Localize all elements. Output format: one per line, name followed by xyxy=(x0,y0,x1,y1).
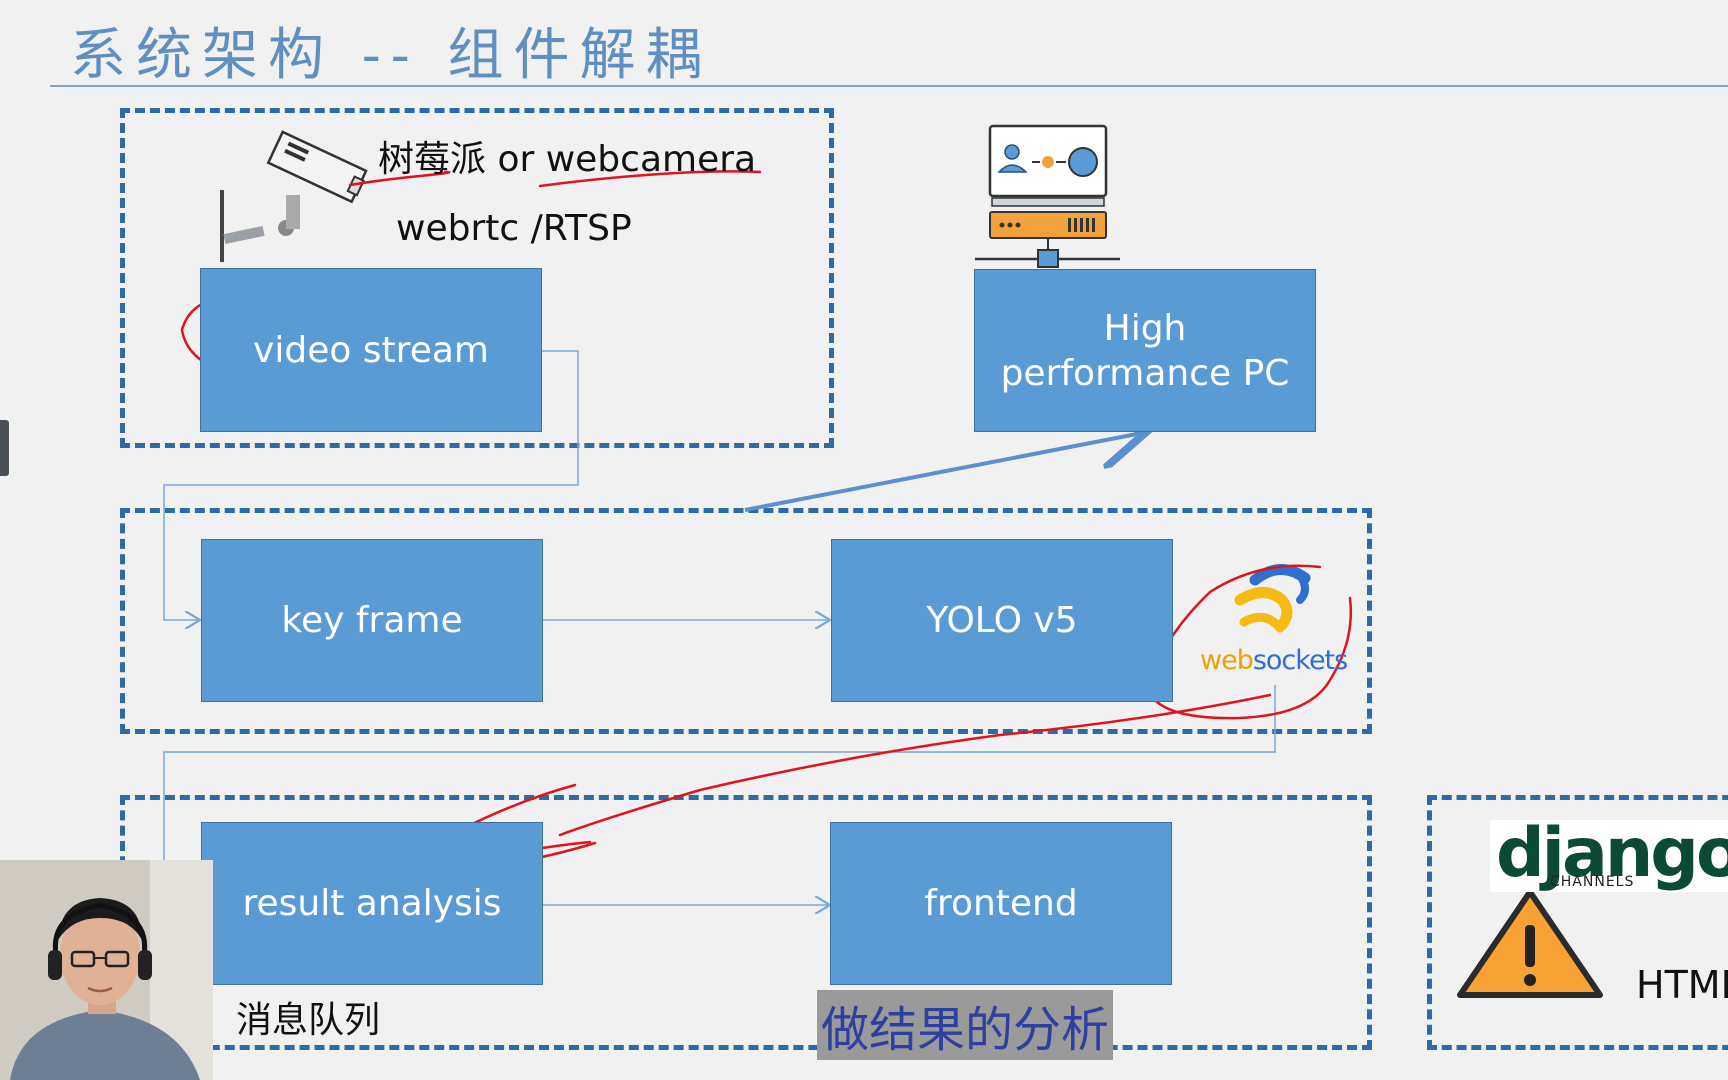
presenter-figure xyxy=(0,860,213,1080)
yolo-box: YOLO v5 xyxy=(831,539,1173,702)
result-analysis-label: result analysis xyxy=(242,883,502,924)
queue-note: 消息队列 xyxy=(236,1000,381,1041)
websockets-wordmark: websockets xyxy=(1200,645,1348,676)
websockets-prefix: web xyxy=(1200,645,1254,676)
security-camera-icon xyxy=(220,130,368,262)
frontend-box: frontend xyxy=(830,822,1172,985)
websocket-logo-icon xyxy=(1234,564,1311,633)
frontend-label: frontend xyxy=(924,883,1078,924)
pc-label: High performance PC xyxy=(1000,307,1290,394)
protocol-label: webrtc /RTSP xyxy=(396,208,632,249)
arrow-to-pc xyxy=(744,433,1142,512)
camera-group xyxy=(120,108,834,448)
presenter-webcam xyxy=(0,860,213,1080)
analysis-note: 做结果的分析 xyxy=(817,990,1114,1060)
slide-title: 系统架构 -- 组件解耦 xyxy=(70,23,712,88)
video-stream-label: video stream xyxy=(253,329,489,371)
pc-box: High performance PC xyxy=(974,269,1316,432)
video-stream-box: video stream xyxy=(200,268,542,432)
title-divider xyxy=(50,85,1728,87)
django-channels-sub: CHANNELS xyxy=(1550,874,1635,890)
html-label: HTML xyxy=(1636,963,1728,1007)
connector-video-to-keyframe xyxy=(163,350,579,620)
key-frame-box: key frame xyxy=(201,539,543,702)
django-wordmark: django xyxy=(1496,820,1728,892)
django-group xyxy=(1427,795,1728,1050)
server-network-icon xyxy=(975,124,1120,268)
warning-icon xyxy=(1457,889,1603,998)
yolo-label: YOLO v5 xyxy=(926,600,1078,641)
connector-ws-to-result xyxy=(163,685,1276,860)
key-frame-label: key frame xyxy=(281,600,463,641)
side-handle[interactable] xyxy=(0,420,9,476)
source-label: 树莓派 or webcamera xyxy=(378,139,757,180)
result-analysis-box: result analysis xyxy=(201,822,543,985)
websockets-suffix: sockets xyxy=(1252,645,1348,676)
django-channels-logo: django CHANNELS xyxy=(1490,820,1728,892)
